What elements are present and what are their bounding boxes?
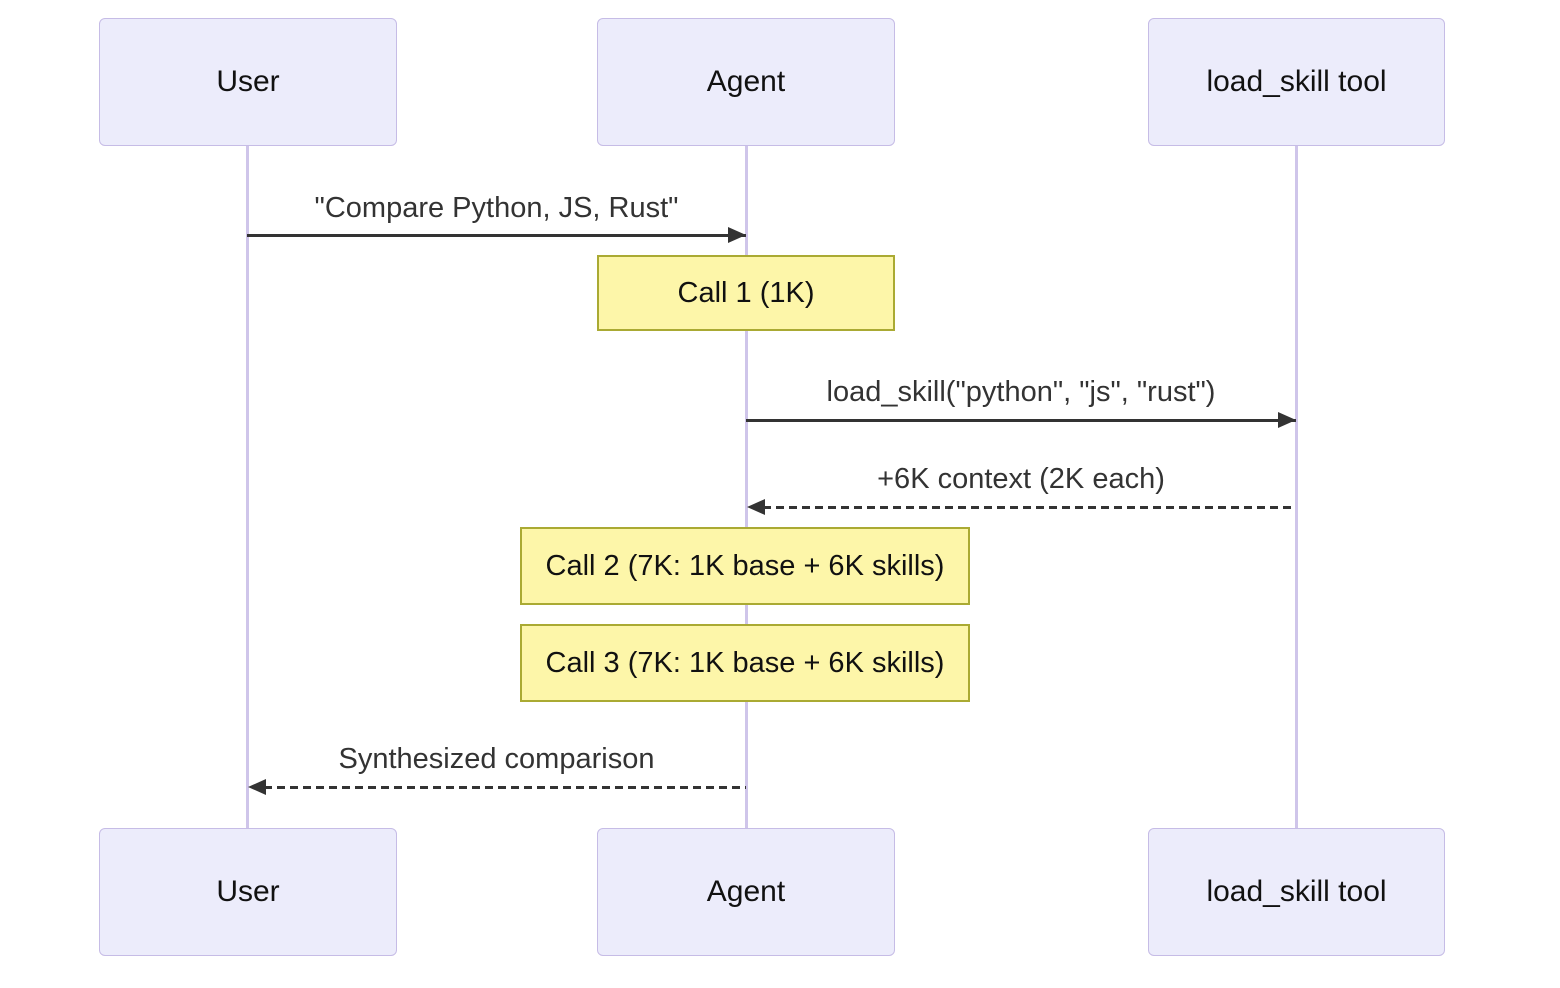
message-compare-line (247, 234, 746, 237)
actor-user-top: User (99, 18, 397, 146)
note-call-2-label: Call 2 (7K: 1K base + 6K skills) (545, 549, 945, 582)
message-compare-label: "Compare Python, JS, Rust" (314, 192, 679, 224)
note-call-1-label: Call 1 (1K) (677, 276, 815, 309)
arrow-left-icon (747, 499, 765, 515)
note-call-1: Call 1 (1K) (597, 255, 895, 331)
lifeline-tool (1295, 146, 1298, 830)
actor-agent-top-label: Agent (706, 65, 786, 98)
message-context-label: +6K context (2K each) (877, 463, 1165, 495)
actor-tool-top: load_skill tool (1148, 18, 1445, 146)
actor-tool-bottom: load_skill tool (1148, 828, 1445, 956)
actor-agent-bottom-label: Agent (706, 875, 786, 908)
message-load-skill-line (746, 419, 1296, 422)
note-call-2: Call 2 (7K: 1K base + 6K skills) (520, 527, 970, 605)
actor-user-top-label: User (216, 65, 280, 98)
actor-tool-top-label: load_skill tool (1206, 65, 1387, 98)
arrow-right-icon (728, 227, 746, 243)
message-load-skill-label: load_skill("python", "js", "rust") (826, 376, 1216, 408)
message-synthesized-label: Synthesized comparison (338, 743, 655, 775)
lifeline-user (245, 146, 249, 830)
lifeline-agent (744, 146, 748, 830)
note-call-3-label: Call 3 (7K: 1K base + 6K skills) (545, 646, 945, 679)
arrow-left-icon (248, 779, 266, 795)
message-context-line (763, 506, 1296, 509)
arrow-right-icon (1278, 412, 1296, 428)
message-synthesized-line (264, 786, 746, 789)
actor-user-bottom-label: User (216, 875, 280, 908)
actor-tool-bottom-label: load_skill tool (1206, 875, 1387, 908)
actor-user-bottom: User (99, 828, 397, 956)
actor-agent-bottom: Agent (597, 828, 895, 956)
actor-agent-top: Agent (597, 18, 895, 146)
note-call-3: Call 3 (7K: 1K base + 6K skills) (520, 624, 970, 702)
